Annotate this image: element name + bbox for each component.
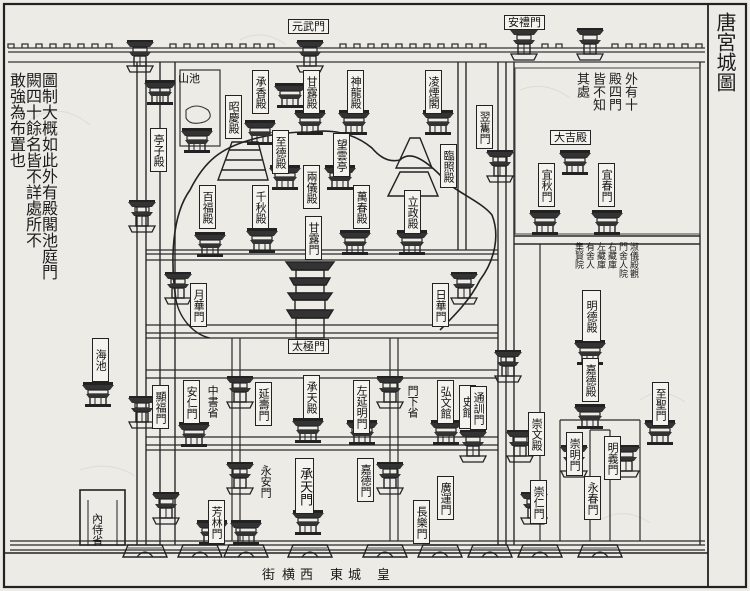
label-tai-ji-men: 太極門: [288, 339, 329, 354]
label-yan-shou: 延壽門: [255, 382, 272, 426]
note-mid-col: 集賢院: [573, 242, 583, 269]
note-mid-col: 右藏庫: [606, 242, 616, 269]
street-char: 皇: [377, 568, 391, 583]
label-ri-hua: 日華門: [432, 283, 449, 327]
note-left-col: 闕四十餘名皆不詳處所不: [23, 72, 42, 248]
label-li-zheng: 立政殿: [404, 190, 421, 234]
label-yi-qiu: 宜秋門: [538, 163, 555, 207]
label-ming-de: 明德殿: [582, 290, 601, 342]
note-mid-col: 有舍人: [584, 242, 594, 269]
label-ming-yi: 明義門: [604, 436, 621, 480]
note-left-col: 敢強為布置也: [7, 72, 26, 168]
label-fang-lin: 芳林門: [208, 500, 225, 544]
label-gan-lu: 甘露門: [305, 216, 322, 260]
label-shen-long: 神龍殿: [347, 70, 364, 114]
street-char: 西: [300, 568, 314, 583]
label-da-ji: 大吉殿: [550, 130, 591, 145]
label-liang-yi: 兩儀殿: [303, 165, 320, 209]
label-gan-lu-top: 甘露殿: [303, 70, 320, 114]
label-ting-zi: 亭子殿: [150, 128, 167, 172]
label-zhi-sheng: 至聖門: [652, 382, 669, 426]
note-right-col: 其處: [574, 72, 589, 98]
street-char: 街: [262, 568, 276, 583]
note-mid-col: 左藏庫: [595, 242, 605, 269]
label-wang-yun: 望雲亭: [333, 133, 350, 177]
label-lin-zhao: 臨照殿: [440, 144, 457, 188]
label-zhong-shu: 中書省: [206, 384, 220, 418]
label-chong-ren: 崇仁門: [530, 480, 547, 524]
label-chong-ming: 崇明門: [566, 432, 583, 476]
label-ling-yan: 凌煙閣: [425, 70, 442, 114]
label-tong-xun: 通訓門: [470, 386, 487, 430]
label-wan-chun: 萬春殿: [353, 185, 370, 229]
street-char: 東: [330, 568, 344, 583]
street-char: 城: [348, 568, 362, 583]
label-bai-fu: 百福殿: [199, 185, 216, 229]
label-cheng-tian-dian: 承天殿: [303, 375, 320, 419]
label-chong-wen: 崇文殿: [528, 412, 545, 456]
note-right-col: 殿四門: [606, 72, 621, 111]
note-right-col: 皆不知: [590, 72, 605, 111]
label-yi-mang: 翌巂門: [476, 105, 493, 149]
label-yi-chun: 宜春門: [598, 163, 615, 207]
note-mid-col: 門舍人院: [617, 242, 627, 278]
label-yong-an: 永安門: [259, 464, 273, 498]
label-cheng-xiang: 承香殿: [252, 70, 269, 114]
label-yong-chun: 永春門: [584, 476, 601, 520]
note-left-col: 圖制大概如此外有殿閣池庭門: [39, 72, 58, 280]
map-title: 唐宮城圖: [713, 12, 737, 92]
label-jia-de-men: 嘉德門: [357, 458, 374, 502]
note-mid-col: 淑儀殿觀: [628, 242, 638, 278]
label-zuo-yan-ming: 左延明門: [353, 380, 370, 434]
label-zhi-de: 至德殿: [272, 130, 289, 174]
label-nei-shi: 內侍省: [90, 512, 104, 546]
label-cheng-tian: 承天門: [295, 458, 314, 514]
street-char: 横: [282, 568, 296, 583]
label-hong-wen: 弘文館: [437, 380, 454, 424]
label-yue-hua: 月華門: [190, 283, 207, 327]
label-chang-le: 長樂門: [413, 500, 430, 544]
label-jia-de: 嘉德殿: [582, 358, 599, 402]
label-an-ren: 安仁門: [183, 380, 200, 424]
label-hai-chi: 海池: [92, 338, 109, 382]
gate-an-li: 安禮門: [504, 15, 545, 30]
label-shan-chi: 山池: [178, 72, 200, 85]
label-qian-qiu: 千秋殿: [252, 185, 269, 229]
gate-yuan-wu: 元武門: [288, 19, 329, 34]
label-men-xia: 門下省: [406, 384, 420, 418]
label-guang-yun: 廣運門: [437, 476, 454, 520]
label-xian-fu: 顯福門: [152, 385, 169, 429]
note-right-col: 外有十: [622, 72, 637, 111]
label-zhao-qing: 昭慶殿: [225, 95, 242, 139]
